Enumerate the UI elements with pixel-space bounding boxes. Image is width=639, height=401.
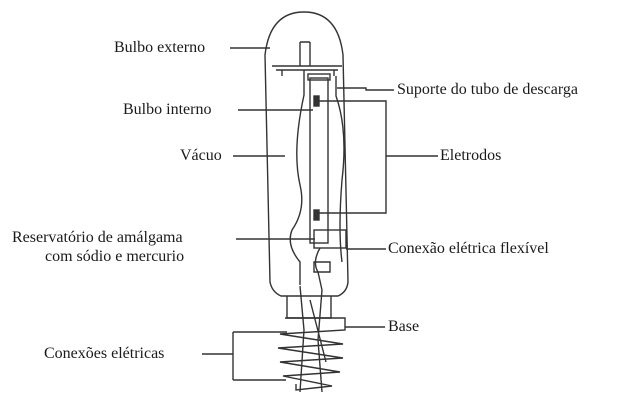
leader-support [337,87,394,91]
label-inner-bulb: Bulbo interno [123,101,212,118]
label-electrical-connections: Conexões elétricas [44,345,165,362]
leader-electrodes [319,100,438,214]
tube-cap-top [307,73,331,81]
label-base: Base [388,318,420,335]
label-amalgam-reservoir-line2: com sódio e mercurio [45,248,185,265]
electrode-top [313,95,320,107]
label-vacuum: Vácuo [180,147,222,164]
inner-bulb [309,77,329,244]
label-discharge-tube-support: Suporte do tubo de descarga [397,81,578,98]
screw-base [277,317,346,391]
flexible-connection [314,247,323,291]
base-neck [286,296,332,319]
label-amalgam-reservoir-line1: Reservatório de amálgama [12,229,183,246]
support-frame [272,41,342,76]
support-wire [289,70,305,285]
leader-connections [202,331,287,381]
label-electrodes: Eletrodos [440,147,502,164]
outer-bulb-outline [264,11,349,297]
label-flexible-connection: Conexão elétrica flexível [388,240,549,257]
electrode-bottom [313,209,320,221]
label-outer-bulb: Bulbo externo [114,39,206,56]
